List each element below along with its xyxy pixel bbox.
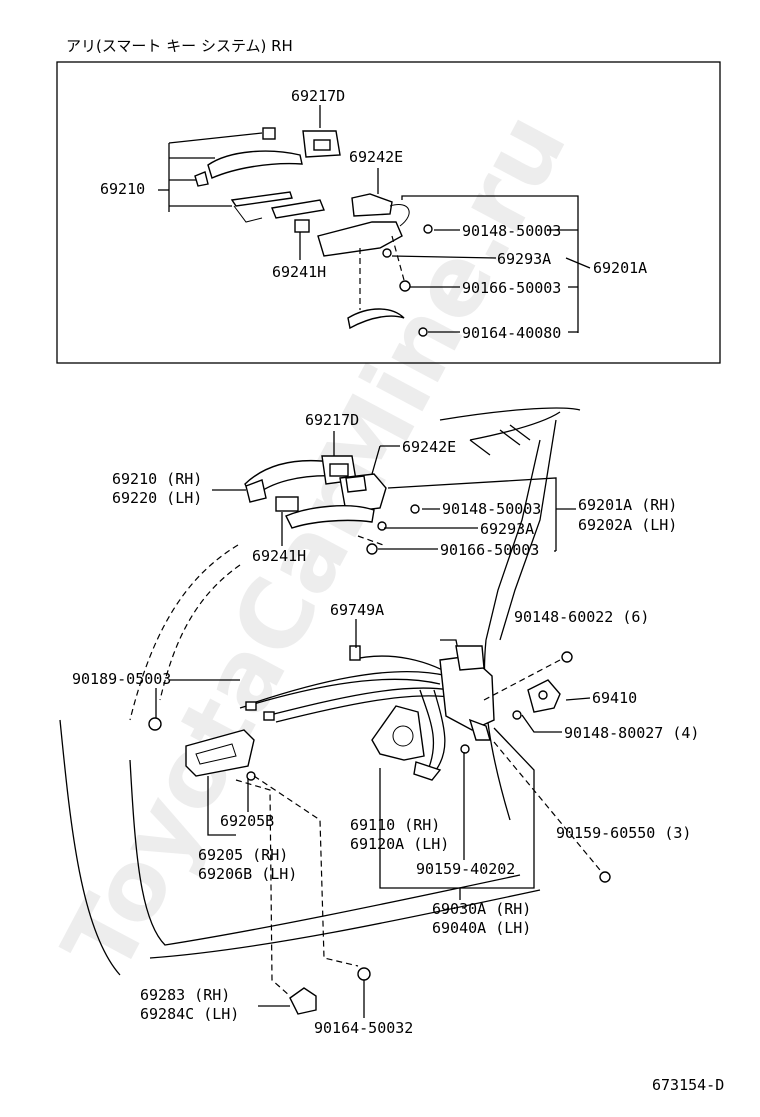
label-69202a-lh: 69202A (LH) bbox=[578, 516, 677, 534]
label-69205b: 69205B bbox=[220, 812, 274, 830]
inset-leaders bbox=[158, 105, 591, 333]
label-69749a: 69749A bbox=[330, 601, 384, 619]
label-69110-rh: 69110 (RH) bbox=[350, 816, 440, 834]
inset-handle-cover bbox=[262, 127, 341, 158]
diagram-code: 673154-D bbox=[652, 1076, 724, 1094]
label-90148-60022: 90148-60022 (6) bbox=[514, 608, 649, 626]
label-69410: 69410 bbox=[592, 689, 637, 707]
label-90159-40202: 90159-40202 bbox=[416, 860, 515, 878]
inset-label-69217d: 69217D bbox=[291, 87, 345, 105]
label-90159-60550: 90159-60550 (3) bbox=[556, 824, 691, 842]
label-90189-05003: 90189-05003 bbox=[72, 670, 171, 688]
label-69201a-rh: 69201A (RH) bbox=[578, 496, 677, 514]
label-69210-rh: 69210 (RH) bbox=[112, 470, 202, 488]
inset-label-90164-40080: 90164-40080 bbox=[462, 324, 561, 342]
label-69284c-lh: 69284C (LH) bbox=[140, 1005, 239, 1023]
outer-handle bbox=[244, 455, 420, 555]
label-69040a-lh: 69040A (LH) bbox=[432, 919, 531, 937]
inset-label-90166-50003: 90166-50003 bbox=[462, 279, 561, 297]
label-69220-lh: 69220 (LH) bbox=[112, 489, 202, 507]
label-69120a-lh: 69120A (LH) bbox=[350, 835, 449, 853]
label-90166-50003: 90166-50003 bbox=[440, 541, 539, 559]
inset-label-69201a: 69201A bbox=[593, 259, 647, 277]
inset-label-69210: 69210 bbox=[100, 180, 145, 198]
label-69283-rh: 69283 (RH) bbox=[140, 986, 230, 1004]
inset-caption: アリ(スマート キー システム) RH bbox=[66, 37, 293, 55]
label-90164-50032: 90164-50032 bbox=[314, 1019, 413, 1037]
inset-outer-handle bbox=[194, 150, 325, 233]
label-69241h: 69241H bbox=[252, 547, 306, 565]
label-69205-rh: 69205 (RH) bbox=[198, 846, 288, 864]
inset-label-69241h: 69241H bbox=[272, 263, 326, 281]
inset-label-69242e: 69242E bbox=[349, 148, 403, 166]
inset-label-69293a: 69293A bbox=[497, 250, 551, 268]
label-69206b-lh: 69206B (LH) bbox=[198, 865, 297, 883]
remote-control-assembly bbox=[371, 705, 425, 761]
main-leaders bbox=[155, 431, 601, 1018]
label-69242e: 69242E bbox=[402, 438, 456, 456]
inset-frame-assembly bbox=[317, 193, 433, 337]
latch-cables bbox=[239, 639, 495, 781]
inside-handle bbox=[148, 717, 611, 1015]
label-69293a: 69293A bbox=[480, 520, 534, 538]
inset-label-90148-50003: 90148-50003 bbox=[462, 222, 561, 240]
inset-frame bbox=[56, 61, 721, 364]
label-69217d: 69217D bbox=[305, 411, 359, 429]
door-lock-striker bbox=[512, 651, 573, 720]
label-90148-80027: 90148-80027 (4) bbox=[564, 724, 699, 742]
label-90148-50003: 90148-50003 bbox=[442, 500, 541, 518]
label-69030a-rh: 69030A (RH) bbox=[432, 900, 531, 918]
